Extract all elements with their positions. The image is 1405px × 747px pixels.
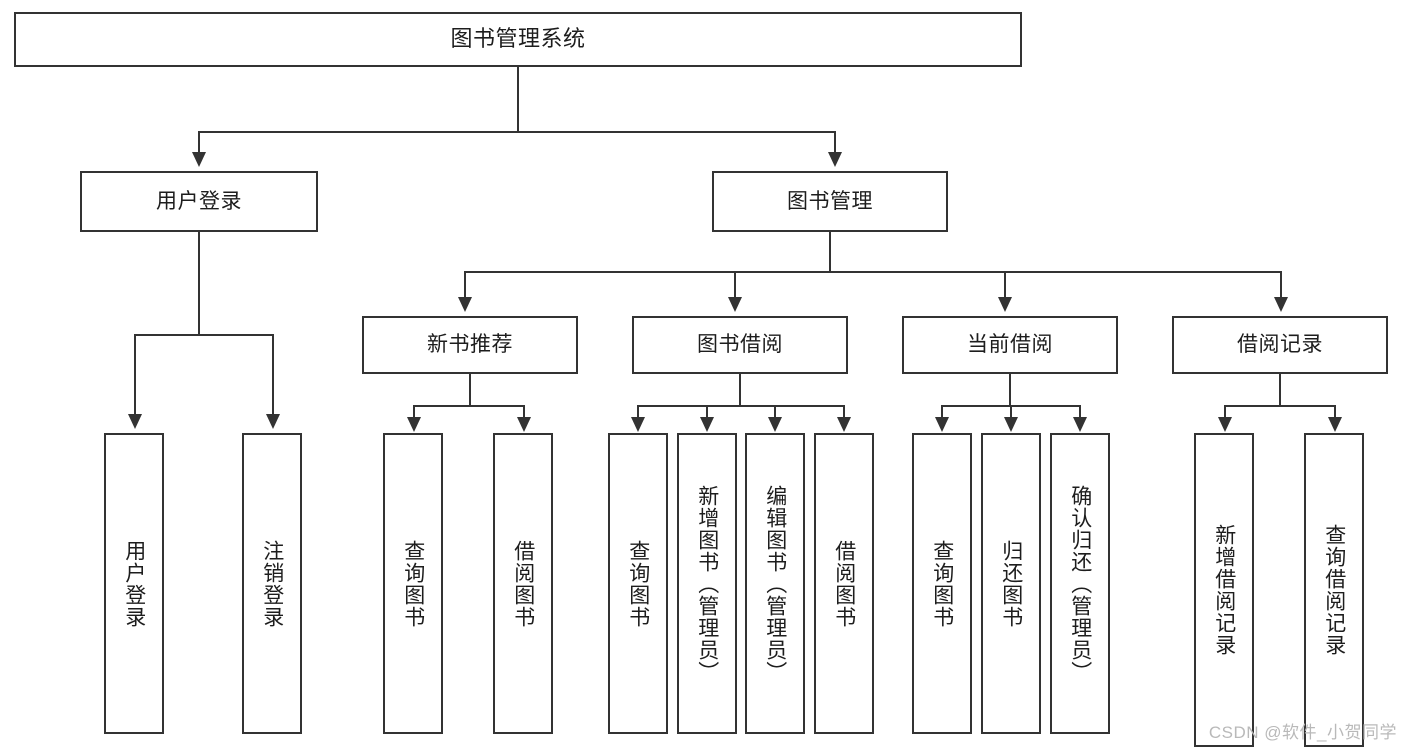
connector-bookmanage-drop-2 — [734, 271, 736, 299]
connector-root-drop-user — [198, 131, 200, 153]
connector-currentborrow-drop-2 — [1010, 405, 1012, 419]
leaf-add-record[interactable]: 新增借阅记录 — [1194, 433, 1254, 747]
arrowhead-current-borrow — [998, 297, 1012, 312]
leaf-user-logout-label: 注销登录 — [260, 539, 284, 628]
connector-newbook-drop-1 — [413, 405, 415, 419]
connector-newbook-stem — [469, 374, 471, 407]
arrowhead-leaf-add-book — [700, 417, 714, 432]
arrowhead-leaf-query-record — [1328, 417, 1342, 432]
connector-userlogin-drop-2 — [272, 334, 274, 416]
leaf-query-book-cur-label: 查询图书 — [930, 539, 954, 628]
node-new-book-rec-label: 新书推荐 — [427, 333, 513, 357]
node-new-book-rec[interactable]: 新书推荐 — [362, 316, 578, 374]
arrowhead-leaf-return-book — [1004, 417, 1018, 432]
leaf-query-book-rec[interactable]: 查询图书 — [383, 433, 443, 734]
leaf-confirm-return-label: 确认归还（管理员） — [1068, 484, 1092, 683]
arrowhead-leaf-confirm-return — [1073, 417, 1087, 432]
connector-borrowrecord-stem — [1279, 374, 1281, 407]
connector-bookborrow-drop-2 — [706, 405, 708, 419]
connector-currentborrow-stem — [1009, 374, 1011, 407]
leaf-borrow-book-rec[interactable]: 借阅图书 — [493, 433, 553, 734]
connector-borrowrecord-drop-2 — [1334, 405, 1336, 419]
leaf-query-book-label: 查询图书 — [626, 539, 650, 628]
connector-bookmanage-drop-4 — [1280, 271, 1282, 299]
node-user-login-label: 用户登录 — [156, 189, 242, 213]
leaf-user-login[interactable]: 用户登录 — [104, 433, 164, 734]
connector-bookborrow-drop-4 — [843, 405, 845, 419]
connector-bookborrow-drop-1 — [637, 405, 639, 419]
leaf-borrow-book[interactable]: 借阅图书 — [814, 433, 874, 734]
connector-userlogin-bus — [134, 334, 274, 336]
connector-root-drop-book — [834, 131, 836, 153]
arrowhead-user-login — [192, 152, 206, 167]
connector-bookmanage-bus — [464, 271, 1282, 273]
leaf-add-book-label: 新增图书（管理员） — [695, 484, 719, 683]
connector-currentborrow-drop-3 — [1079, 405, 1081, 419]
leaf-borrow-book-label: 借阅图书 — [832, 539, 856, 628]
node-book-borrow[interactable]: 图书借阅 — [632, 316, 848, 374]
arrowhead-borrow-record — [1274, 297, 1288, 312]
arrowhead-book-borrow — [728, 297, 742, 312]
node-root[interactable]: 图书管理系统 — [14, 12, 1022, 67]
node-book-manage-label: 图书管理 — [787, 189, 873, 213]
leaf-user-logout[interactable]: 注销登录 — [242, 433, 302, 734]
node-current-borrow[interactable]: 当前借阅 — [902, 316, 1118, 374]
connector-userlogin-drop-1 — [134, 334, 136, 416]
node-current-borrow-label: 当前借阅 — [967, 333, 1053, 357]
connector-bookborrow-stem — [739, 374, 741, 407]
connector-currentborrow-drop-1 — [941, 405, 943, 419]
arrowhead-leaf-user-logout — [266, 414, 280, 429]
connector-root-bus — [198, 131, 836, 133]
leaf-add-record-label: 新增借阅记录 — [1212, 524, 1236, 656]
node-borrow-record[interactable]: 借阅记录 — [1172, 316, 1388, 374]
arrowhead-leaf-query-book-cur — [935, 417, 949, 432]
arrowhead-leaf-edit-book — [768, 417, 782, 432]
node-borrow-record-label: 借阅记录 — [1237, 333, 1323, 357]
arrowhead-leaf-query-book-rec — [407, 417, 421, 432]
leaf-add-book[interactable]: 新增图书（管理员） — [677, 433, 737, 734]
leaf-query-book[interactable]: 查询图书 — [608, 433, 668, 734]
connector-bookmanage-drop-3 — [1004, 271, 1006, 299]
leaf-query-record[interactable]: 查询借阅记录 — [1304, 433, 1364, 747]
node-book-borrow-label: 图书借阅 — [697, 333, 783, 357]
connector-bookmanage-drop-1 — [464, 271, 466, 299]
arrowhead-leaf-user-login — [128, 414, 142, 429]
connector-bookmanage-stem — [829, 232, 831, 273]
leaf-confirm-return[interactable]: 确认归还（管理员） — [1050, 433, 1110, 734]
leaf-edit-book[interactable]: 编辑图书（管理员） — [745, 433, 805, 734]
connector-bookborrow-drop-3 — [774, 405, 776, 419]
connector-userlogin-stem — [198, 232, 200, 336]
arrowhead-leaf-borrow-book-rec — [517, 417, 531, 432]
leaf-query-book-cur[interactable]: 查询图书 — [912, 433, 972, 734]
connector-newbook-drop-2 — [523, 405, 525, 419]
arrowhead-leaf-add-record — [1218, 417, 1232, 432]
arrowhead-leaf-query-book — [631, 417, 645, 432]
arrowhead-new-book-rec — [458, 297, 472, 312]
node-root-label: 图书管理系统 — [450, 26, 586, 52]
leaf-user-login-label: 用户登录 — [122, 539, 146, 628]
leaf-return-book[interactable]: 归还图书 — [981, 433, 1041, 734]
connector-borrowrecord-bus — [1224, 405, 1336, 407]
connector-borrowrecord-drop-1 — [1224, 405, 1226, 419]
leaf-return-book-label: 归还图书 — [999, 539, 1023, 628]
connector-root-stem — [517, 67, 519, 133]
arrowhead-book-manage — [828, 152, 842, 167]
node-user-login[interactable]: 用户登录 — [80, 171, 318, 232]
leaf-query-record-label: 查询借阅记录 — [1322, 524, 1346, 656]
leaf-borrow-book-rec-label: 借阅图书 — [511, 539, 535, 628]
connector-bookborrow-bus — [637, 405, 845, 407]
connector-newbook-bus — [413, 405, 525, 407]
node-book-manage[interactable]: 图书管理 — [712, 171, 948, 232]
arrowhead-leaf-borrow-book — [837, 417, 851, 432]
leaf-edit-book-label: 编辑图书（管理员） — [763, 484, 787, 683]
leaf-query-book-rec-label: 查询图书 — [401, 539, 425, 628]
watermark: CSDN @软件_小贺同学 — [1208, 723, 1397, 742]
